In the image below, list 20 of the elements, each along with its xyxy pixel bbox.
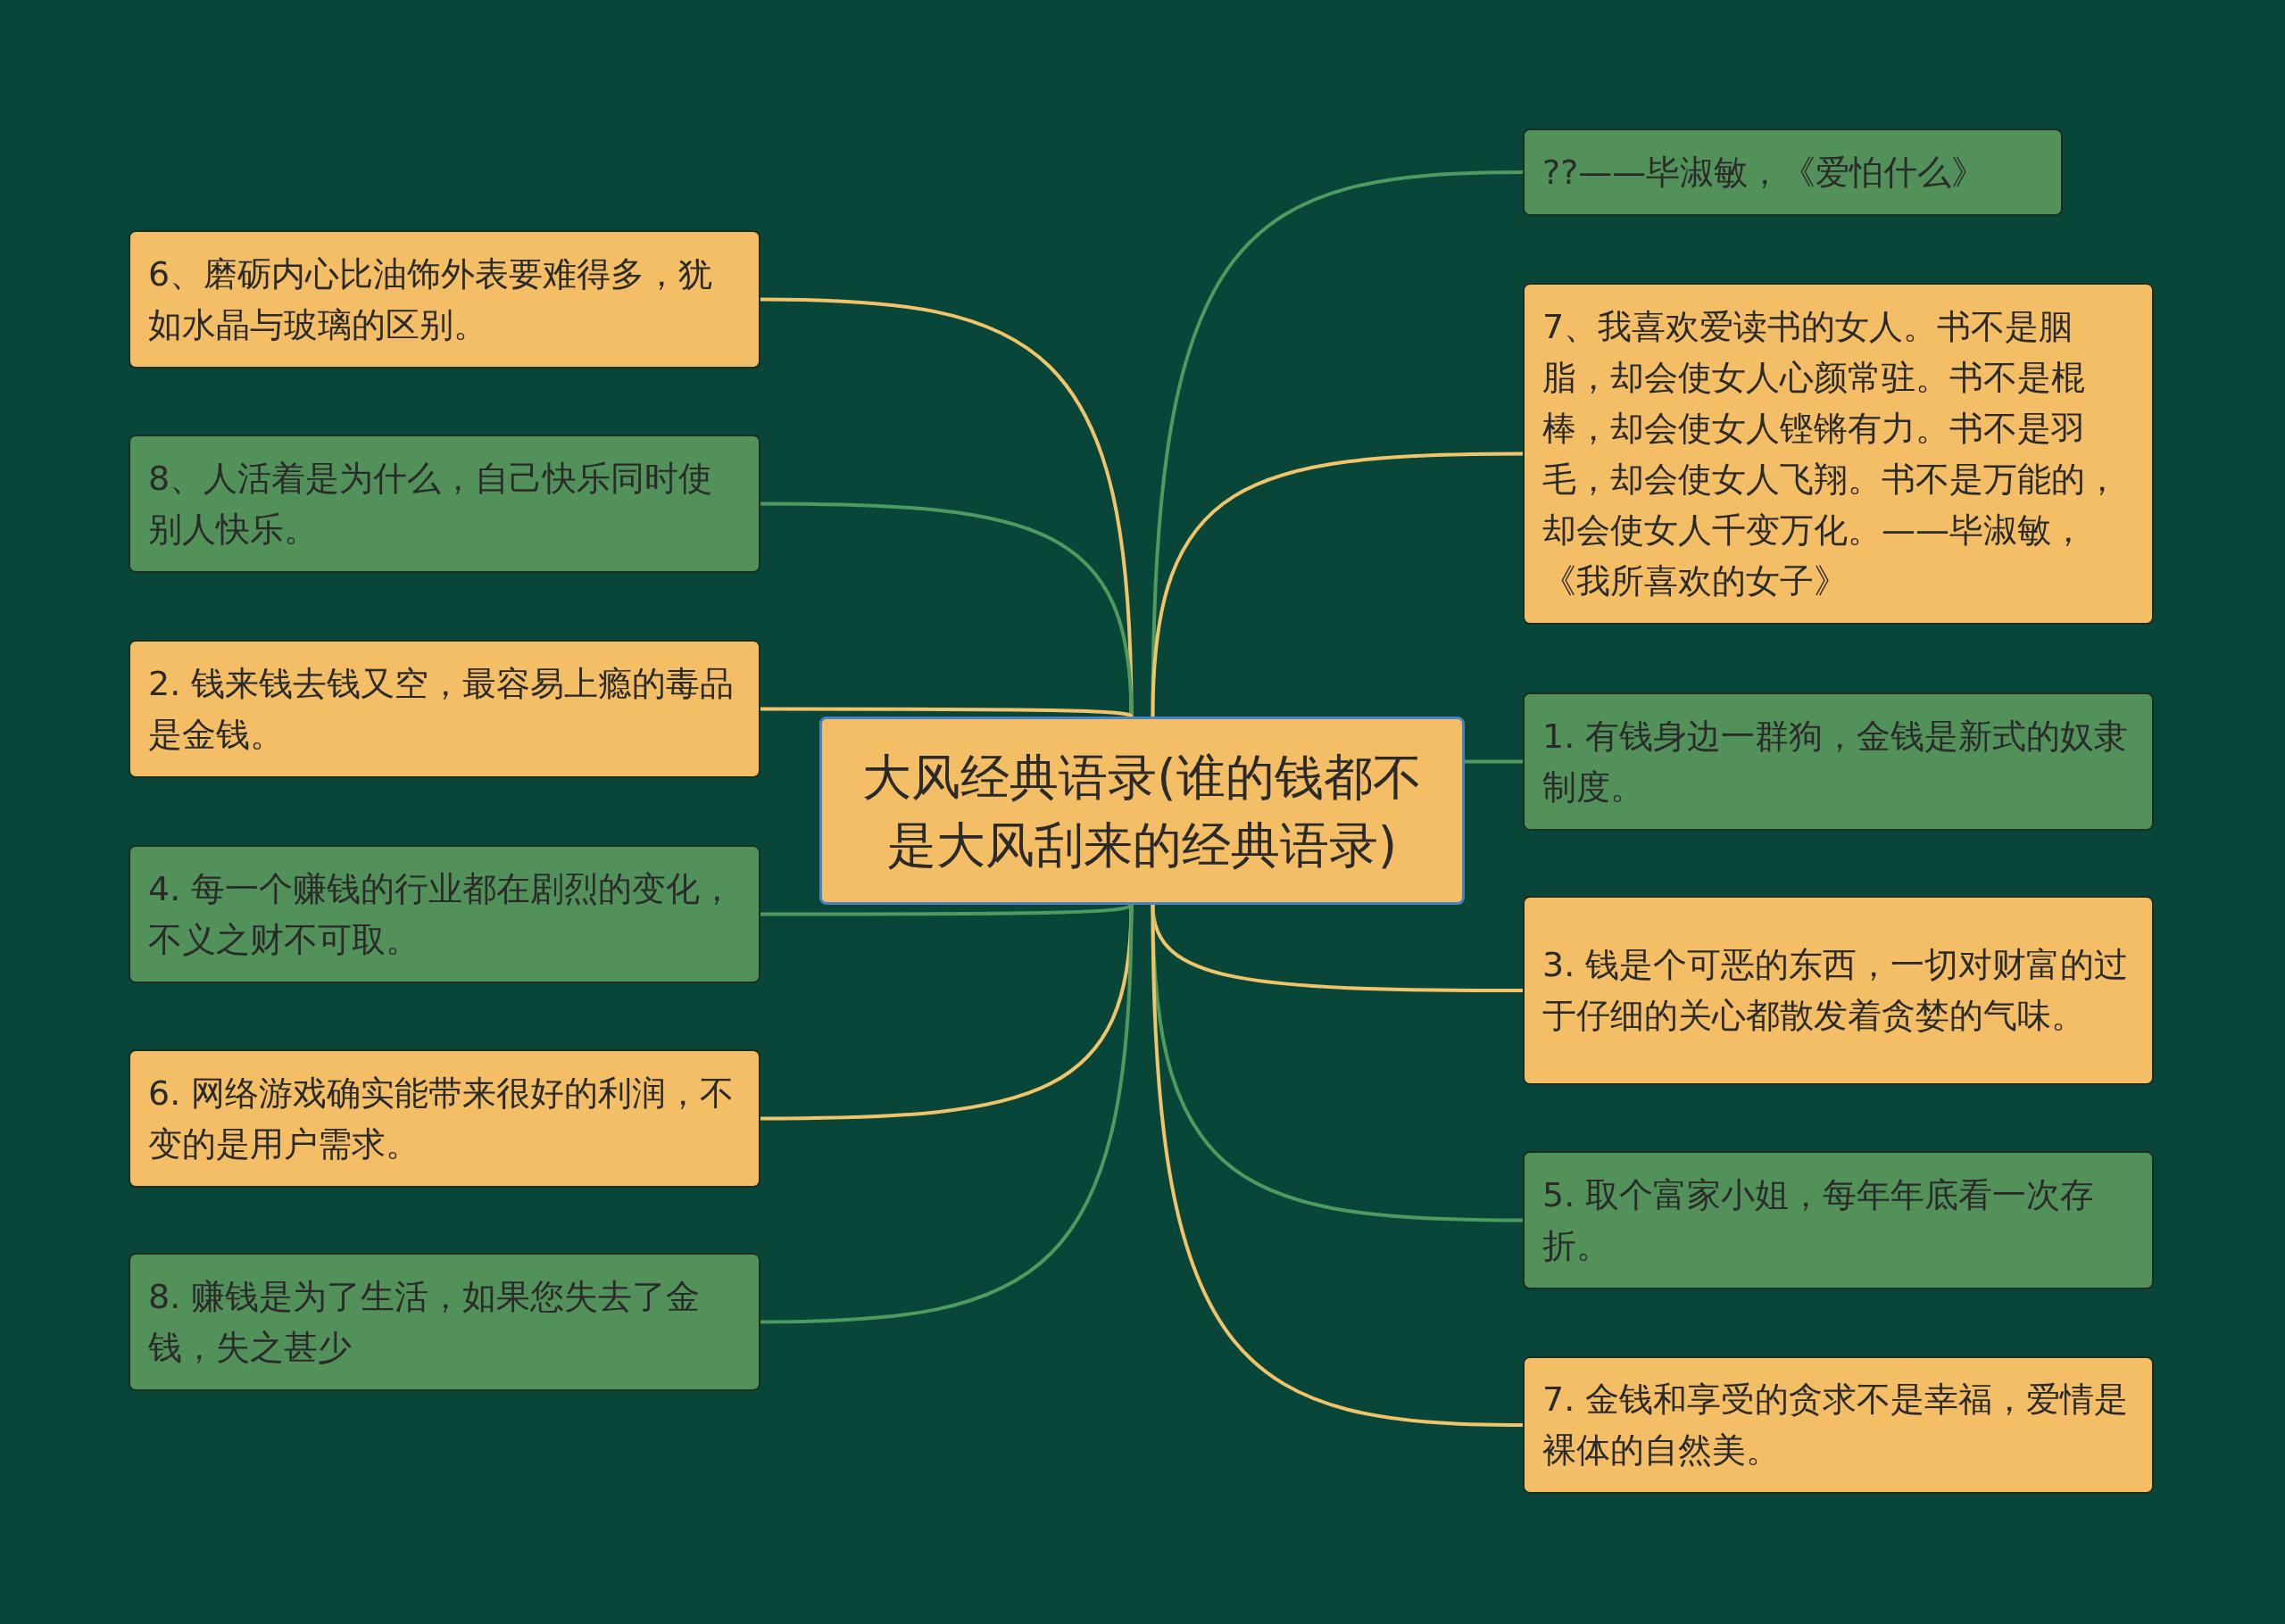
topic-box: 8. 赚钱是为了生活，如果您失去了金钱，失之甚少	[129, 1253, 760, 1391]
connector-line	[760, 904, 1134, 1324]
connector-line	[1151, 904, 1524, 1427]
connector-line	[760, 501, 1134, 717]
connector-line	[1465, 759, 1523, 764]
topic-box: 4. 每一个赚钱的行业都在剧烈的变化，不义之财不可取。	[129, 845, 760, 983]
topic-box: 5. 取个富家小姐，每年年底看一次存折。	[1523, 1151, 2154, 1289]
topic-box: 6、磨砺内心比油饰外表要难得多，犹如水晶与玻璃的区别。	[129, 230, 760, 369]
topic-box: 1. 有钱身边一群狗，金钱是新式的奴隶制度。	[1523, 692, 2154, 831]
connector-line	[1151, 170, 1524, 717]
topic-box: 6. 网络游戏确实能带来很好的利润，不变的是用户需求。	[129, 1049, 760, 1188]
topic-box: 3. 钱是个可恶的东西，一切对财富的过于仔细的关心都散发着贪婪的气味。	[1523, 896, 2154, 1085]
topic-box: 7. 金钱和享受的贪求不是幸福，爱情是裸体的自然美。	[1523, 1356, 2154, 1494]
topic-box: 2. 钱来钱去钱又空，最容易上瘾的毒品是金钱。	[129, 640, 760, 778]
connector-line	[1151, 452, 1523, 717]
topic-box: 8、人活着是为什么，自己快乐同时使别人快乐。	[129, 435, 760, 573]
central-topic-box: 大风经典语录(谁的钱都不是大风刮来的经典语录)	[819, 717, 1465, 905]
topic-box: 7、我喜欢爱读书的女人。书不是胭脂，却会使女人心颜常驻。书不是棍棒，却会使女人铿锵有力。书不是羽毛，却会使女人飞翔。书不是万能的，却会使女人千变万化。——毕淑敏，《我所喜欢的女子》	[1523, 283, 2154, 625]
topic-box: ??——毕淑敏，《爱怕什么》	[1523, 128, 2063, 216]
connector-line	[760, 707, 1133, 718]
